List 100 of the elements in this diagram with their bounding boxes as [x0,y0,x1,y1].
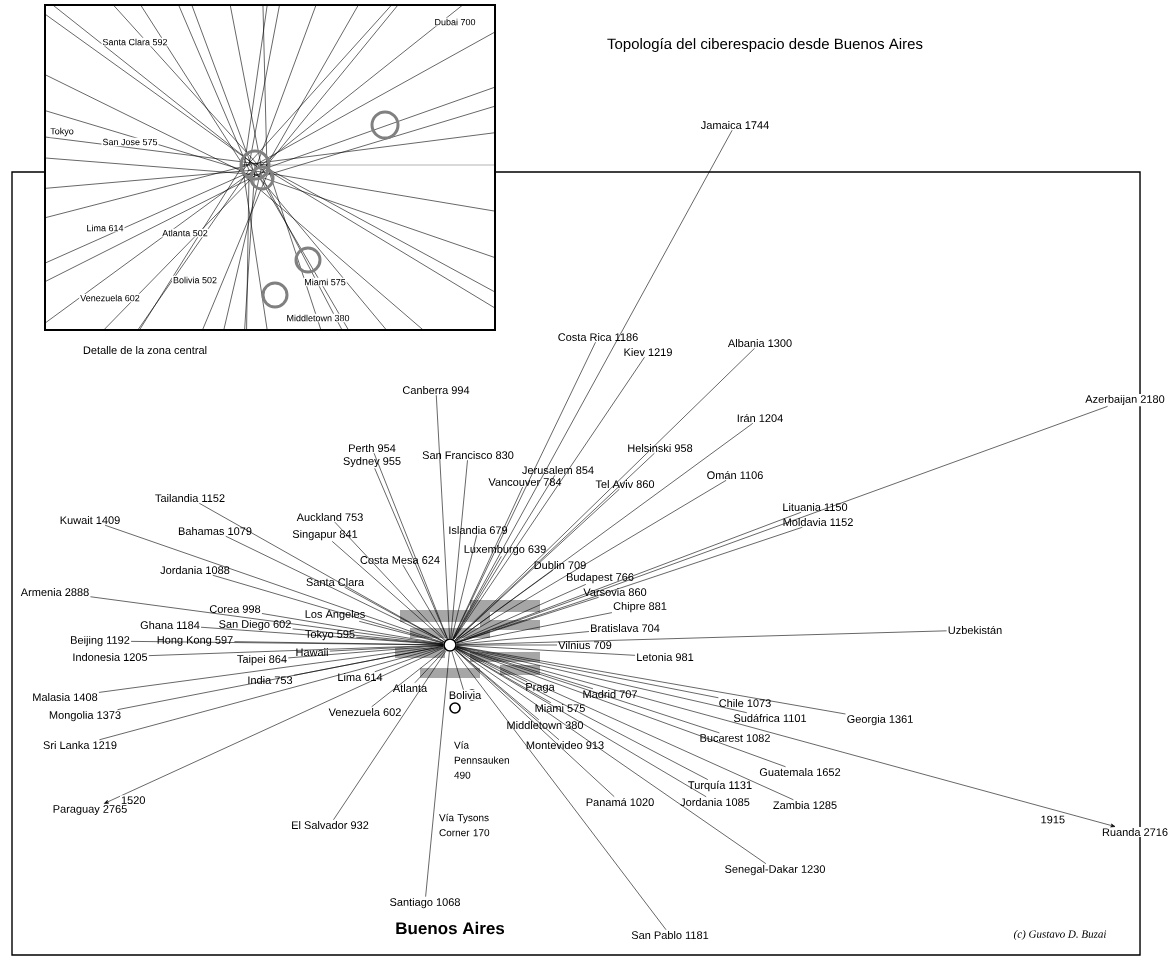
city-label: Santiago 1068 [388,896,462,910]
city-label: Beijing 1192 [69,634,131,648]
title: Topología del ciberespacio desde Buenos Aires [607,37,923,53]
connector-line [456,644,558,646]
connector-line [98,645,444,693]
city-label: Jamaica 1744 [699,119,771,131]
city-label: Budapest 766 [565,571,635,585]
connector-line [453,556,502,640]
city-label: India 753 [246,674,294,686]
connector-line [436,394,450,639]
text-label: Miami 575 [303,277,347,287]
city-label: Miami 575 [533,702,587,714]
city-label: Jordania 1085 [679,796,751,808]
city-label: Malasia 1408 [31,691,99,703]
city-label: Bolivia [447,689,483,701]
city-label: Jerusalem 854 [520,464,596,476]
city-label: Azerbaijan 2180 [1084,393,1166,407]
city-label: Letonia 981 [635,651,695,663]
city-label: Omán 1106 [705,469,765,481]
connector-line [455,648,767,864]
connector-line [452,486,523,640]
city-label: Perth 954 [347,442,397,454]
connector-line [402,564,447,640]
city-label: Vilnius 709 [557,639,613,651]
connector-line [454,488,620,641]
city-label: Taipei 864 [235,653,289,667]
city-label: Chile 1073 [717,697,773,709]
connector-line [358,621,444,644]
city-label: Zambia 1285 [771,799,839,811]
city-label: Uzbekistán [946,624,1004,636]
city-label: Helsinski 958 [626,442,694,454]
text-label: (c) Gustavo D. Buzai [1013,930,1107,940]
city-label: Costa Mesa 624 [358,555,442,565]
connector-line [453,356,645,640]
city-label: Bratislava 704 [589,622,661,634]
city-label: El Salvador 932 [290,819,370,831]
connector-line [104,524,444,644]
connector-line [451,651,464,691]
connector-line [455,647,794,801]
connector-line [455,480,727,642]
connector-line [455,569,554,642]
city-label: Middletown 380 [505,719,585,731]
connector-line [455,584,587,643]
city-label: Santa Clara [304,576,366,588]
city-label: Vancouver 784 [487,477,563,487]
city-label: Paraguay 2765 [51,804,129,816]
connector-line [414,649,446,684]
text-label: Middletown 380 [285,313,351,323]
connector-line [212,574,444,644]
text-label: Atlanta 502 [161,228,209,238]
arrow [103,647,445,804]
city-label: Hawaii [294,646,330,658]
connector-line [344,586,445,643]
connector-line [456,647,786,768]
city-label: Indonesia 1205 [71,651,149,663]
city-label: Madrid 707 [581,688,639,700]
city-label: Montevideo 913 [524,739,606,751]
city-label: Kiev 1219 [622,346,674,358]
city-label: Islandia 679 [447,524,509,536]
connector-line [456,631,590,645]
connector-line [117,646,444,710]
connector-line [450,459,468,639]
text-label: Tokyo [49,126,75,138]
city-label: Costa Rica 1186 [556,331,640,343]
text-label: Buenos Aires [396,921,505,935]
connector-line [456,612,613,644]
city-label: San Francisco 830 [421,449,515,461]
city-label: Dublin 709 [532,559,588,571]
text-label: Bolivia 502 [172,275,218,285]
city-label: Senegal-Dakar 1230 [723,863,827,877]
edge-label: 1520 [119,795,147,806]
connector-line [453,650,667,931]
city-label: Tel Aviv 860 [594,478,656,490]
city-label: Sydney 955 [341,455,403,469]
text-label: Venezuela 602 [79,293,141,303]
city-label: Turquía 1131 [686,779,754,793]
city-label: Hong Kong 597 [155,635,235,647]
city-label: Irán 1204 [735,412,785,424]
city-label: Ruanda 2716 [1101,826,1170,838]
connector-line [287,645,444,659]
city-label: Auckland 753 [295,511,365,523]
text-label: Lima 614 [85,223,125,233]
arrow [456,646,1116,828]
city-label: Corea 998 [208,604,262,614]
city-label: Atlanta [391,682,429,694]
city-label: Panamá 1020 [584,796,656,808]
connector-line [292,628,444,645]
connector-line [454,649,615,797]
connector-line [234,641,444,646]
city-label: Guatemala 1652 [758,766,842,778]
city-label: Chipre 881 [612,600,668,614]
connector-line [331,541,446,641]
connector-line [456,645,846,715]
city-label: Canberra 994 [401,384,471,396]
connector-line [99,646,444,741]
city-label: Varsovia 860 [582,586,648,598]
city-label: Bahamas 1079 [177,525,253,537]
city-label: Ghana 1184 [139,619,201,631]
city-label: Sudáfrica 1101 [732,712,808,724]
connector-line [333,650,447,821]
